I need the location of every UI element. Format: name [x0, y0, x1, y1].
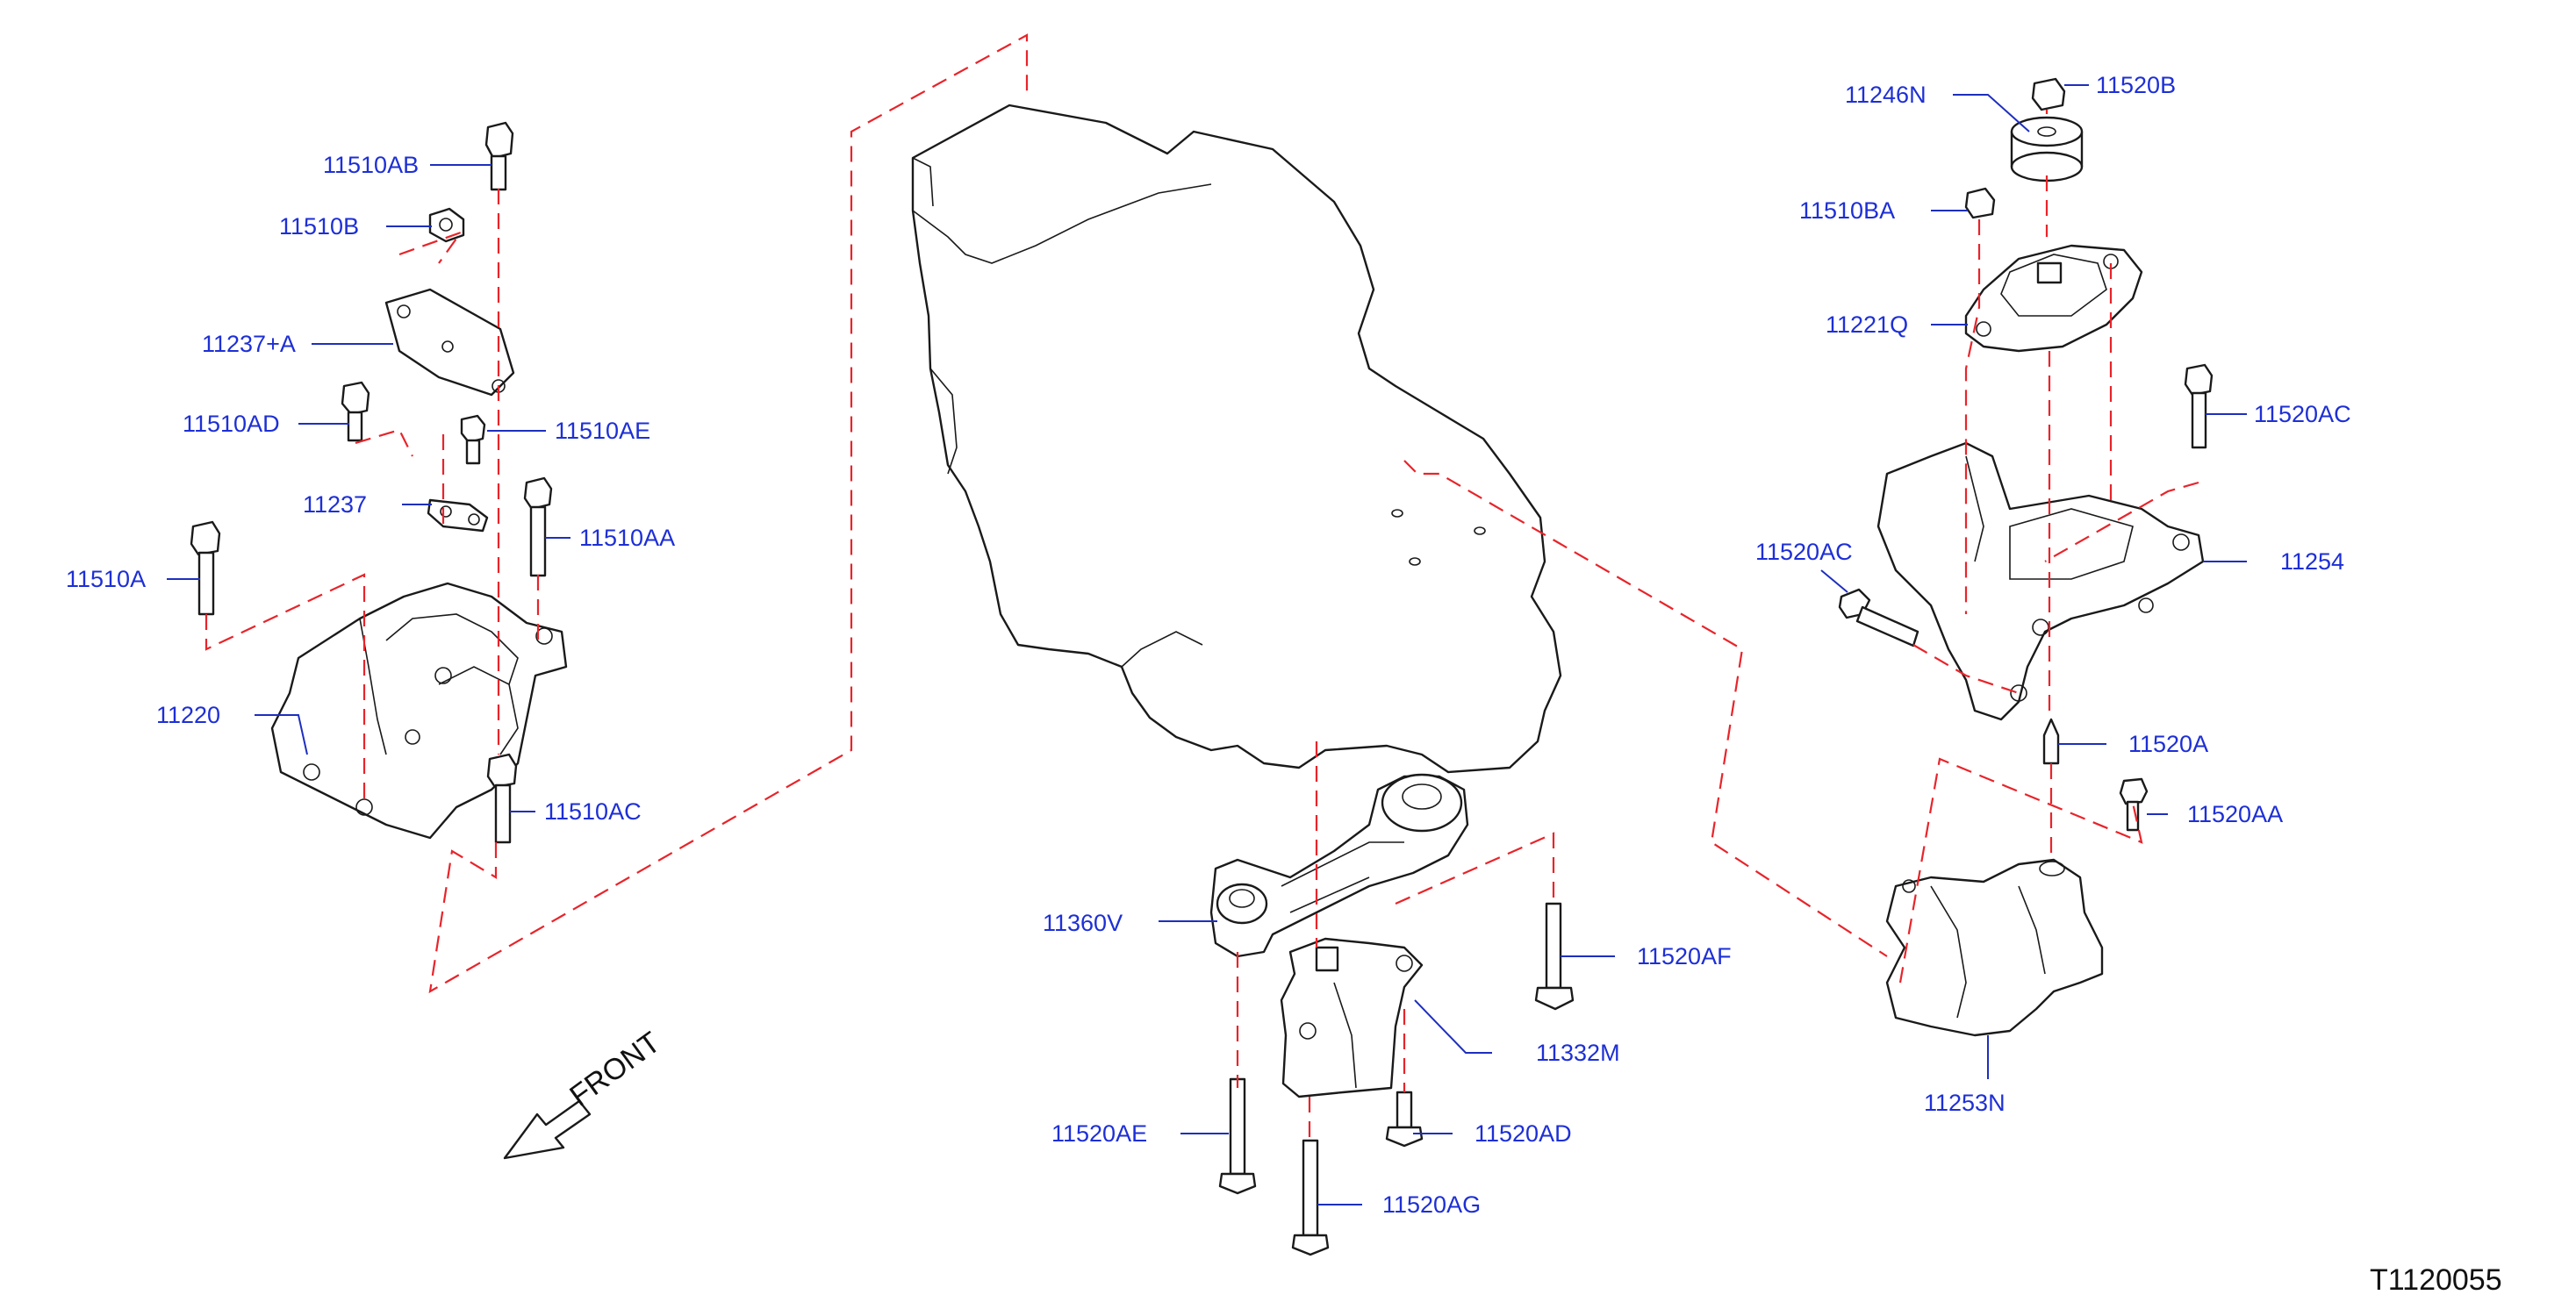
label-11520AF[interactable]: 11520AF	[1637, 943, 1732, 969]
bolt-11520AF[interactable]	[1534, 902, 1575, 1011]
bolt-11520AE[interactable]	[1218, 1077, 1257, 1195]
bracket-11237a[interactable]	[384, 288, 515, 397]
bracket-11253N[interactable]	[1885, 858, 2104, 1037]
label-11332M[interactable]: 11332M	[1536, 1040, 1620, 1066]
label-11510A[interactable]: 11510A	[66, 566, 146, 592]
label-11220[interactable]: 11220	[156, 702, 220, 728]
label-11510AE[interactable]: 11510AE	[555, 418, 650, 444]
label-11360V[interactable]: 11360V	[1043, 910, 1123, 936]
assembly-center-lines	[205, 33, 2199, 1141]
bolt-11520AA[interactable]	[2119, 777, 2149, 832]
engine-block-outline	[911, 104, 1562, 774]
label-11520AC-left[interactable]: 11520AC	[1755, 539, 1853, 565]
front-label: FRONT	[563, 1026, 666, 1113]
torque-rod-11360V[interactable]	[1209, 773, 1469, 958]
part-number-labels: 11510AB 11510B 11237+A 11510AD 11510AE 1…	[66, 72, 2351, 1218]
engine-mount-11220[interactable]	[270, 582, 568, 840]
bolt-11510AC[interactable]	[486, 753, 518, 844]
nut-11520B[interactable]	[2031, 77, 2066, 111]
bracket-11254[interactable]	[1876, 441, 2205, 721]
label-11520AD[interactable]: 11520AD	[1475, 1120, 1572, 1147]
label-11237[interactable]: 11237	[303, 491, 367, 518]
front-arrow-icon	[503, 1099, 592, 1160]
bolt-11510AA[interactable]	[523, 476, 553, 577]
bracket-11332M[interactable]	[1280, 937, 1424, 1098]
label-11520A[interactable]: 11520A	[2128, 731, 2208, 757]
label-11520AG[interactable]: 11520AG	[1382, 1191, 1481, 1218]
label-11510AD[interactable]: 11510AD	[183, 411, 280, 437]
label-11520B[interactable]: 11520B	[2096, 72, 2176, 98]
bolt-11510AE[interactable]	[460, 414, 486, 465]
front-indicator: FRONT	[503, 1026, 666, 1160]
bolt-11520AD[interactable]	[1385, 1091, 1424, 1148]
label-11246N[interactable]: 11246N	[1845, 82, 1927, 108]
label-11520AE[interactable]: 11520AE	[1051, 1120, 1147, 1147]
label-11520AA[interactable]: 11520AA	[2187, 801, 2283, 827]
mount-insulator-11221Q[interactable]	[1964, 244, 2143, 353]
label-11254[interactable]: 11254	[2280, 548, 2344, 575]
label-11510AA[interactable]: 11510AA	[579, 525, 675, 551]
plate-11237[interactable]	[427, 498, 489, 533]
label-11237a[interactable]: 11237+A	[202, 331, 296, 357]
diagram-code: T1120055	[2370, 1263, 2502, 1297]
label-11510B[interactable]: 11510B	[279, 213, 359, 240]
label-11510AB[interactable]: 11510AB	[323, 152, 419, 178]
bolt-11510AB[interactable]	[484, 121, 514, 191]
bolt-11510AD[interactable]	[341, 381, 370, 442]
bolt-11520A[interactable]	[2042, 718, 2060, 765]
label-11510BA[interactable]: 11510BA	[1799, 197, 1895, 224]
label-11510AC[interactable]: 11510AC	[544, 798, 642, 825]
bolt-11510A[interactable]	[190, 520, 221, 616]
bolt-11520AG[interactable]	[1291, 1139, 1330, 1256]
nut-11510BA[interactable]	[1964, 187, 1996, 219]
label-11253N[interactable]: 11253N	[1924, 1090, 2006, 1116]
label-11221Q[interactable]: 11221Q	[1826, 311, 1908, 338]
nut-11510B[interactable]	[428, 207, 465, 243]
bolt-11520AC-left[interactable]	[1838, 588, 1919, 647]
insulator-11246N[interactable]	[2010, 116, 2084, 182]
bolt-11520AC-right[interactable]	[2184, 363, 2214, 449]
label-11520AC-right[interactable]: 11520AC	[2254, 401, 2351, 427]
label-leaders	[167, 84, 2247, 1205]
